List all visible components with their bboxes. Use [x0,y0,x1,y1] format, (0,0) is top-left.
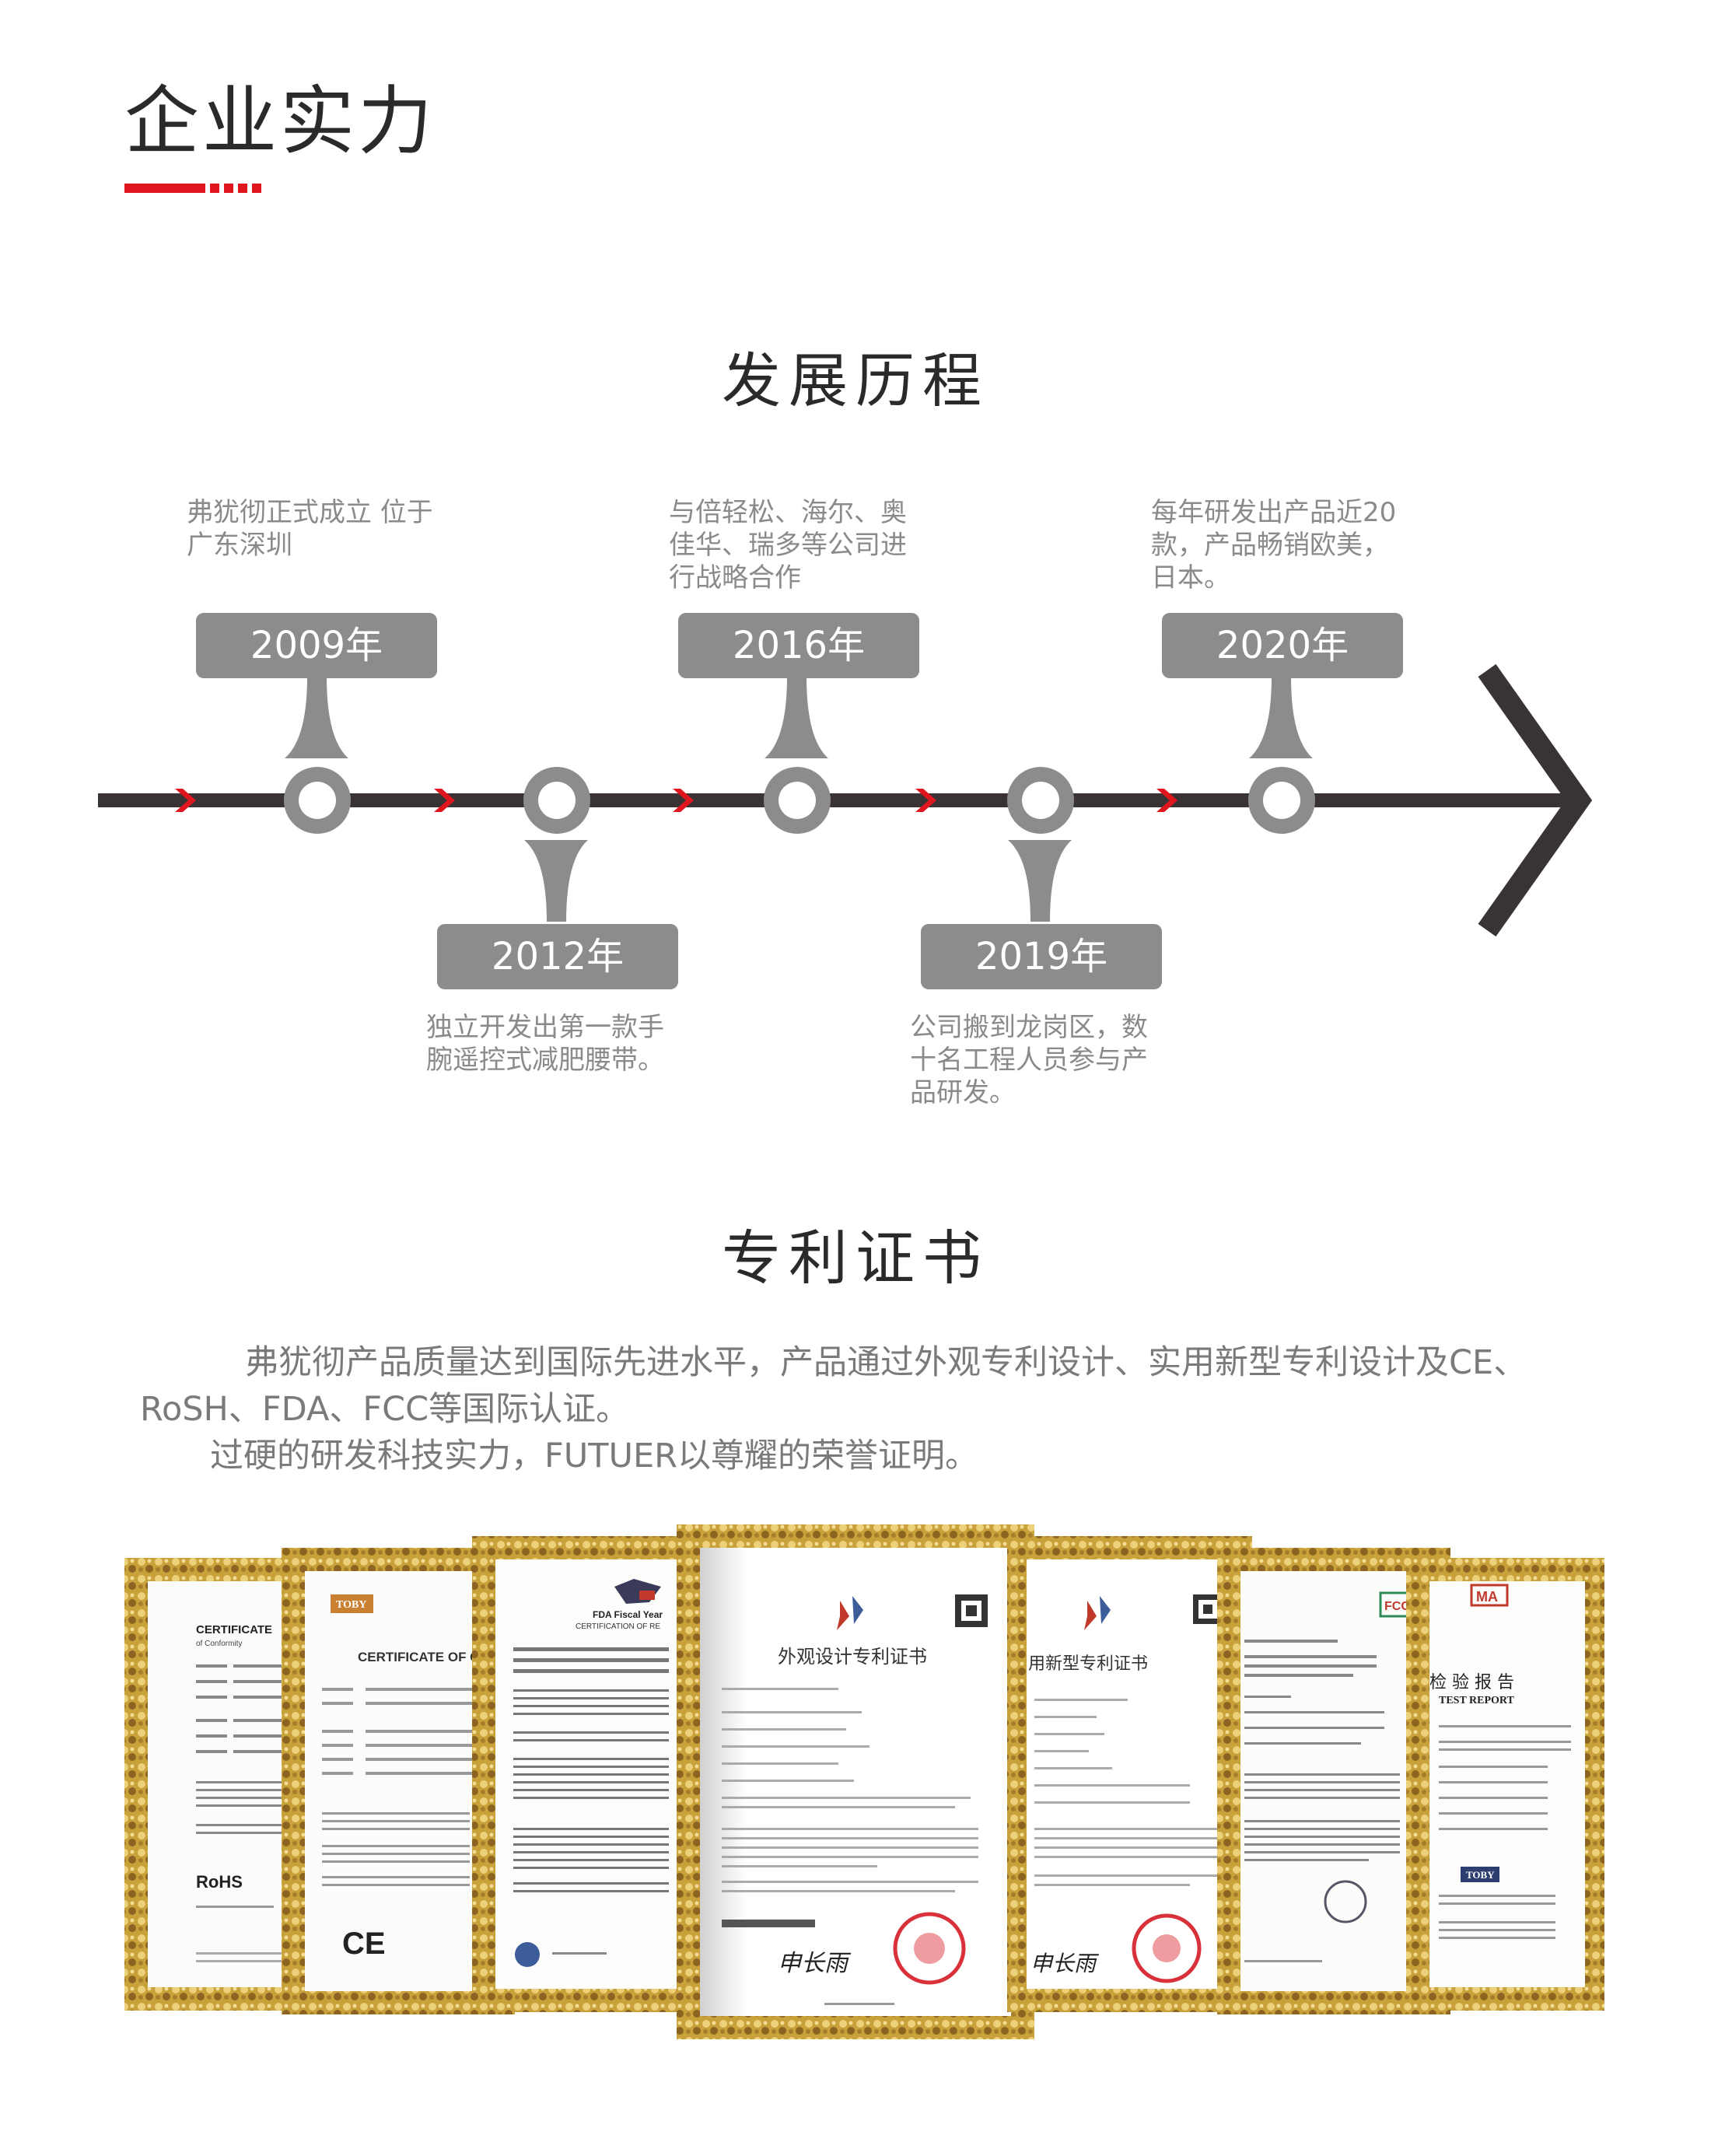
cert7-title: 检 验 报 告 [1429,1673,1514,1692]
page-title: 企业实力 [124,78,436,165]
cert6-mark: FCC [1384,1600,1410,1613]
cert7-brand: TOBY [1466,1869,1495,1881]
patents-paragraph: 弗犹彻产品质量达到国际先进水平，产品通过外观专利设计、实用新型专利设计及CE、 … [140,1339,1602,1479]
patents-title: 专利证书 [722,1223,989,1293]
milestone-text-2012: 独立开发出第一款手 腕遥控式减肥腰带。 [426,1012,664,1076]
milestone-text-2009: 弗犹彻正式成立 位于 广东深圳 [187,497,433,561]
seal-icon [1132,1913,1202,1983]
cert2-brand: TOBY [336,1599,366,1611]
year-label-2020: 2020年 [1216,624,1349,667]
certificate-utility-patent: 用新型专利证书 申长雨 [1007,1536,1252,2012]
cert5-signature: 申长雨 [1030,1951,1099,1976]
paragraph-line: 过硬的研发科技实力，FUTUER以尊耀的荣誉证明。 [210,1437,978,1475]
cert2-mark: CE [342,1927,386,1961]
paragraph-line: 弗犹彻产品质量达到国际先进水平，产品通过外观专利设计、实用新型专利设计及CE、 [245,1343,1527,1382]
milestone-text-2020: 每年研发出产品近20 款，产品畅销欧美， 日本。 [1151,497,1397,593]
cert7-badge: MA [1476,1589,1498,1605]
history-title: 发展历程 [722,346,989,415]
paragraph-line: RoSH、FDA、FCC等国际认证。 [140,1390,630,1429]
title-underline [124,184,261,193]
seal-icon [893,1912,966,1985]
cert4-title: 外观设计专利证书 [778,1646,927,1668]
cert5-title: 用新型专利证书 [1028,1654,1148,1674]
cert4-signature: 申长雨 [778,1950,852,1977]
milestone-text-2016: 与倍轻松、海尔、奥 佳华、瑞多等公司进 行战略合作 [669,497,907,593]
cert1-mark: RoHS [196,1872,243,1892]
cert3-subtitle: CERTIFICATION OF RE [576,1622,660,1631]
milestone-text-2019: 公司搬到龙岗区，数 十名工程人员参与产 品研发。 [910,1012,1148,1108]
cert2-title: CERTIFICATE OF C [358,1650,479,1664]
cert7-subtitle: TEST REPORT [1439,1695,1515,1706]
cert3-title: FDA Fiscal Year [593,1609,663,1620]
cert1-subtitle: of Conformity [196,1640,242,1648]
year-label-2019: 2019年 [974,935,1108,978]
certificate-test-report: MA 检 验 报 告 TEST REPORT TOBY [1406,1558,1604,2011]
certificate-fda: FDA Fiscal Year CERTIFICATION OF RE [472,1536,705,2012]
certificate-design-patent: 外观设计专利证书 申长雨 [677,1524,1034,2039]
cert1-title: CERTIFICATE [196,1623,272,1636]
year-label-2012: 2012年 [491,935,625,978]
year-label-2009: 2009年 [250,624,383,667]
year-label-2016: 2016年 [732,624,866,667]
